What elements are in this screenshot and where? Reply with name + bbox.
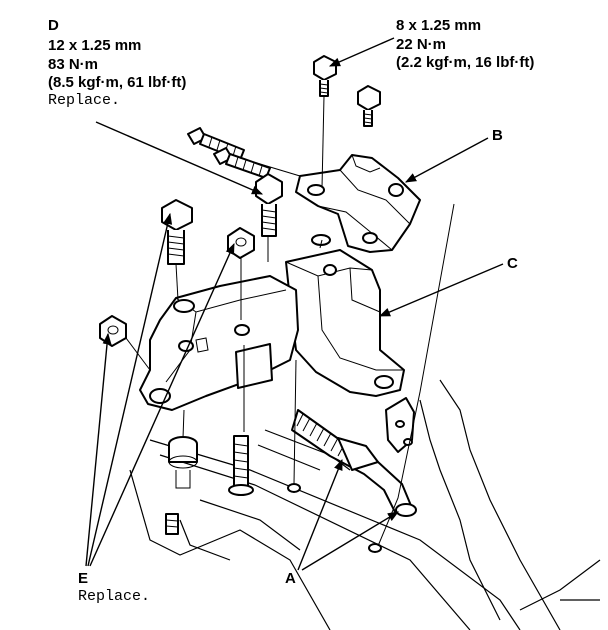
callout-d-size: 12 x 1.25 mm [48, 37, 141, 54]
callout-d: D 12 x 1.25 mm 83 N·m (8.5 kgf·m, 61 lbf… [48, 17, 186, 109]
callout-top-torque-alt: (2.2 kgf·m, 16 lbf·ft) [396, 54, 534, 71]
callout-d-torque: 83 N·m [48, 56, 98, 73]
callout-d-note: Replace. [48, 92, 120, 109]
callout-d-torque-alt: (8.5 kgf·m, 61 lbf·ft) [48, 74, 186, 91]
alignment-lines [175, 95, 455, 547]
callout-top-size: 8 x 1.25 mm [396, 17, 481, 34]
callout-top-torque: 22 N·m [396, 36, 446, 53]
nut-e-center [227, 227, 255, 259]
bracket-c [139, 234, 405, 411]
callout-e-note: Replace. [78, 588, 150, 605]
bolt-pair-b [187, 127, 271, 179]
callout-e-letter: E [78, 570, 88, 587]
lower-stud-small [165, 513, 179, 535]
label-a: A [285, 570, 296, 587]
frame-rail [129, 379, 601, 630]
frame-nut-2 [368, 543, 382, 553]
top-bolt-2 [357, 85, 381, 127]
bracket-b [295, 154, 421, 253]
lower-stud-center [228, 435, 254, 496]
label-b: B [492, 127, 503, 144]
leader-lines [85, 37, 504, 571]
bolt-d [255, 173, 283, 237]
lower-stud-left [168, 436, 198, 489]
callout-d-letter: D [48, 17, 59, 34]
hose-a [291, 409, 417, 517]
callout-e: E Replace. [78, 570, 150, 605]
bracket-tab [385, 397, 415, 453]
top-bolt-1 [313, 55, 337, 97]
callout-top: 8 x 1.25 mm 22 N·m (2.2 kgf·m, 16 lbf·ft… [396, 17, 534, 71]
label-c: C [507, 255, 518, 272]
frame-nut-1 [287, 483, 301, 493]
